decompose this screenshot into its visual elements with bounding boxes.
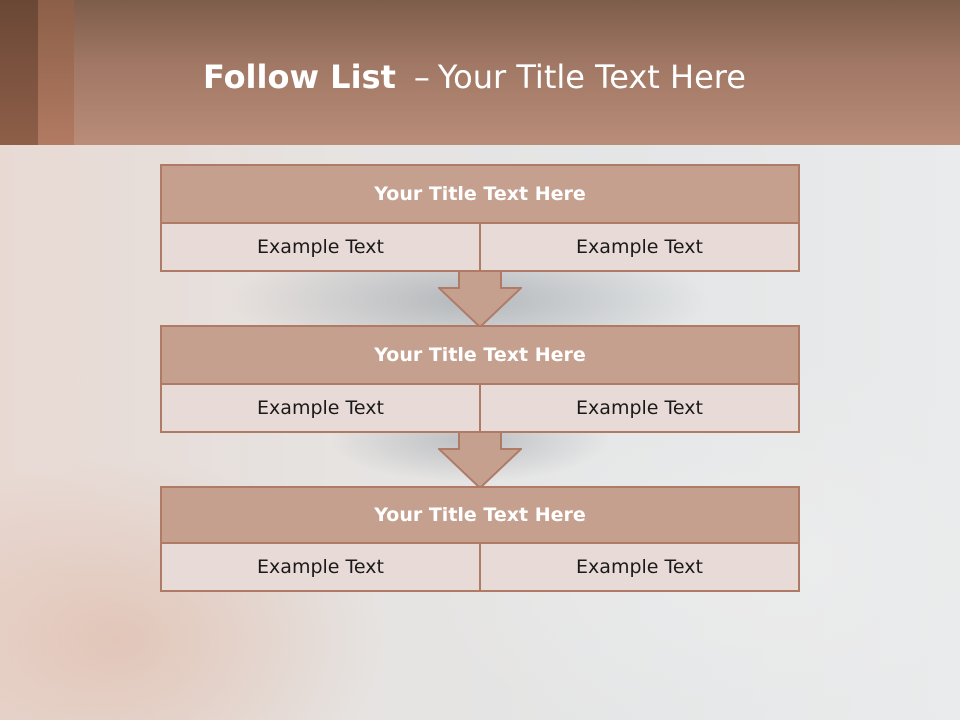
slide-title-bold: Follow List <box>203 58 396 96</box>
header-stripe-dark <box>0 0 38 145</box>
step-block-1: Your Title Text Here Example Text Exampl… <box>160 164 800 272</box>
step-2-right-text: Example Text <box>479 385 798 431</box>
step-1-row: Example Text Example Text <box>162 224 798 270</box>
step-2-title: Your Title Text Here <box>162 327 798 385</box>
step-3-row: Example Text Example Text <box>162 544 798 590</box>
step-1-title: Your Title Text Here <box>162 166 798 224</box>
down-arrow-2 <box>438 431 522 489</box>
step-1-left-text: Example Text <box>162 224 479 270</box>
step-3-left-text: Example Text <box>162 544 479 590</box>
step-3-title: Your Title Text Here <box>162 488 798 544</box>
step-2-row: Example Text Example Text <box>162 385 798 431</box>
step-1-right-text: Example Text <box>479 224 798 270</box>
step-block-3: Your Title Text Here Example Text Exampl… <box>160 486 800 592</box>
title-bar <box>0 0 960 145</box>
down-arrow-1 <box>438 270 522 328</box>
step-block-2: Your Title Text Here Example Text Exampl… <box>160 325 800 433</box>
header-stripe-light <box>38 0 74 145</box>
slide-title-rest: Your Title Text Here <box>437 58 746 96</box>
step-3-right-text: Example Text <box>479 544 798 590</box>
step-2-left-text: Example Text <box>162 385 479 431</box>
slide-title-dash: – <box>413 58 430 96</box>
slide-title: Follow List–Your Title Text Here <box>203 52 746 102</box>
